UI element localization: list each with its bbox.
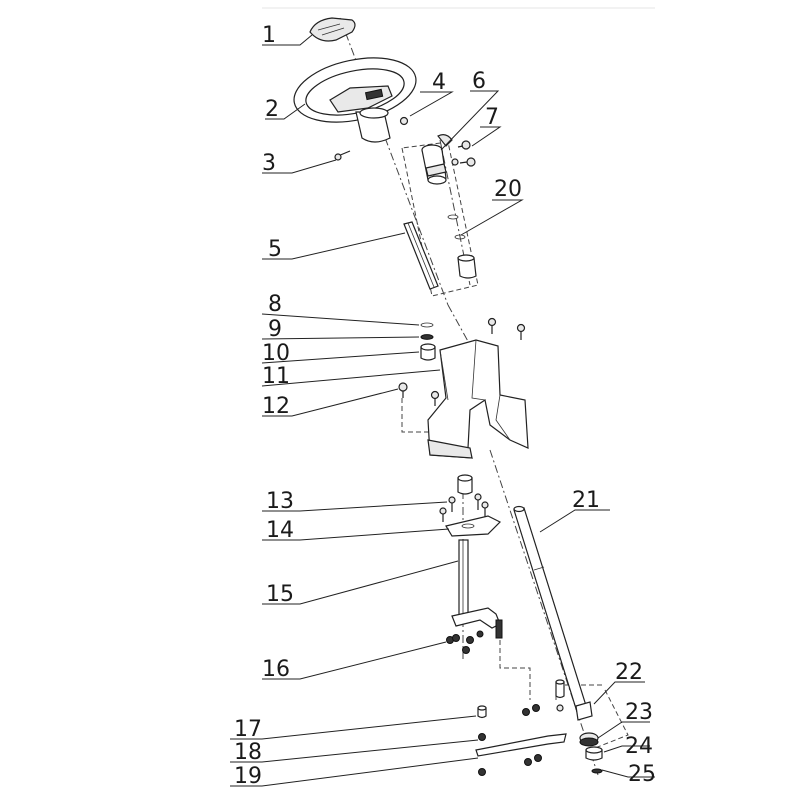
callout-10: 10 bbox=[262, 341, 290, 366]
part-ring-9 bbox=[420, 334, 434, 340]
part-column-shaft-15 bbox=[451, 539, 503, 639]
callout-11: 11 bbox=[262, 364, 290, 389]
callout-15: 15 bbox=[266, 582, 294, 607]
callout-5: 5 bbox=[268, 237, 282, 262]
callout-18: 18 bbox=[234, 740, 262, 765]
callout-23: 23 bbox=[625, 700, 653, 725]
part-steering-wheel bbox=[293, 57, 417, 143]
callout-7: 7 bbox=[485, 105, 499, 130]
steering-axis-lower bbox=[489, 449, 599, 776]
callout-8: 8 bbox=[268, 292, 282, 317]
part-washer-8 bbox=[420, 322, 434, 328]
part-nuts-16 bbox=[446, 630, 484, 654]
part-nut-18 bbox=[478, 733, 486, 741]
callout-2: 2 bbox=[265, 97, 279, 122]
callout-19: 19 bbox=[234, 764, 262, 789]
part-bolts-12 bbox=[398, 317, 526, 406]
part-collar-6 bbox=[421, 134, 453, 185]
part-bushing-20 bbox=[447, 214, 477, 279]
part-column-housing-11 bbox=[427, 339, 529, 459]
callout-20: 20 bbox=[494, 177, 522, 202]
part-clip-25 bbox=[591, 768, 603, 774]
dashed-guide-16 bbox=[499, 640, 531, 700]
leader-lines bbox=[230, 34, 655, 787]
part-bushing-24 bbox=[585, 746, 603, 761]
part-22 bbox=[575, 701, 593, 721]
callout-24: 24 bbox=[625, 734, 653, 759]
part-nut-4 bbox=[399, 116, 409, 126]
callout-3: 3 bbox=[262, 151, 276, 176]
callout-9: 9 bbox=[268, 317, 282, 342]
part-spline-shaft-5 bbox=[403, 221, 439, 290]
callout-13: 13 bbox=[266, 489, 294, 514]
part-steering-cap bbox=[309, 17, 356, 42]
callout-25: 25 bbox=[628, 762, 656, 787]
callout-21: 21 bbox=[572, 488, 600, 513]
callout-1: 1 bbox=[262, 23, 276, 48]
callout-16: 16 bbox=[262, 657, 290, 682]
part-gear-23 bbox=[579, 732, 599, 747]
callout-4: 4 bbox=[432, 70, 446, 95]
dashed-guide-12 bbox=[401, 398, 430, 433]
callout-22: 22 bbox=[615, 660, 643, 685]
part-drag-link-21 bbox=[513, 505, 589, 716]
dashed-guide-23 bbox=[589, 689, 629, 751]
callout-12: 12 bbox=[262, 394, 290, 419]
callout-14: 14 bbox=[266, 518, 294, 543]
part-mount-plate-14 bbox=[445, 515, 502, 537]
part-bushing-10 bbox=[420, 343, 436, 361]
callout-labels: 1 2 3 4 5 6 7 8 9 10 11 12 13 14 15 16 1… bbox=[234, 23, 656, 789]
part-bolts-7 bbox=[451, 140, 476, 167]
callout-6: 6 bbox=[472, 69, 486, 94]
steering-axis-mid bbox=[447, 304, 471, 346]
part-pitman-arm-19 bbox=[475, 679, 567, 776]
callout-17: 17 bbox=[234, 717, 262, 742]
part-bolt-17 bbox=[477, 705, 487, 719]
part-screw-3 bbox=[334, 150, 351, 161]
part-spacer-13 bbox=[439, 474, 489, 522]
